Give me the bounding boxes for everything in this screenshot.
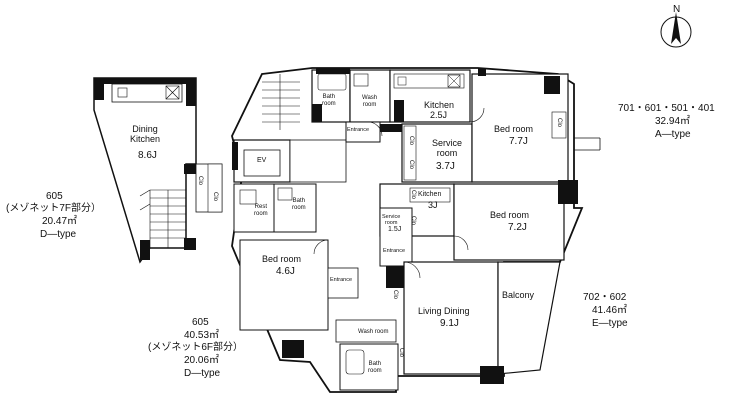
wash-room-label: Wash room xyxy=(362,95,378,108)
wash-room-label: Wash room xyxy=(358,329,389,335)
a-type-area: 32.94㎡ xyxy=(655,116,691,127)
bed-room-label: Bed room xyxy=(494,124,534,134)
service-room-size: 3.7J xyxy=(436,161,455,172)
closet-label: Clo xyxy=(408,136,414,146)
kitchen-size: 3J xyxy=(428,200,438,210)
e-type-units: 702・602 xyxy=(583,292,627,303)
bed-room-label: Bed room xyxy=(262,254,302,264)
dining-kitchen-label: Dining Kitchen xyxy=(130,124,161,145)
bath-room-label: Bath room xyxy=(292,198,306,211)
closet-label: Clo xyxy=(197,176,203,186)
d-type-6f-area: 20.06㎡ xyxy=(184,355,220,366)
d-type-7f-unit xyxy=(93,77,223,264)
dining-kitchen-size: 8.6J xyxy=(138,150,157,161)
d-type-6f-unit-number: 605 xyxy=(192,317,209,328)
bed-room-size: 4.6J xyxy=(276,266,295,277)
e-type-type: E—type xyxy=(592,318,628,329)
living-dining-label: Living Dining xyxy=(418,306,470,316)
bed-room-size: 7.7J xyxy=(509,136,528,147)
bath-room-label: Bath room xyxy=(322,94,336,107)
closet-label: Clo xyxy=(392,290,398,300)
entrance-label: Entrance xyxy=(383,248,406,254)
d-type-7f-unit-number: 605 xyxy=(46,191,63,202)
entrance-label: Entrance xyxy=(347,127,370,133)
kitchen-label: Kitchen xyxy=(418,191,442,198)
closet-label: Clo xyxy=(398,348,404,358)
service-room-size: 1.5J xyxy=(388,226,402,233)
kitchen-label: Kitchen xyxy=(424,100,455,110)
bath-room-label: Bath room xyxy=(368,361,382,374)
balcony-label: Balcony xyxy=(502,290,535,300)
living-dining-size: 9.1J xyxy=(440,318,459,329)
rest-room-label: Rest room xyxy=(254,204,268,217)
service-room-label: Service room xyxy=(432,138,463,159)
closet-label: Clo xyxy=(410,190,416,200)
leader-lines xyxy=(574,137,601,151)
d-type-6f-note: (メゾネット6F部分） xyxy=(148,342,244,353)
d-type-7f-note: (メゾネット7F部分） xyxy=(6,203,102,214)
a-type-units: 701・601・501・401 xyxy=(618,103,715,114)
e-type-area: 41.46㎡ xyxy=(592,305,628,316)
closet-label: Clo xyxy=(408,160,414,170)
bed-room-size: 7.2J xyxy=(508,222,527,233)
closet-label: Clo xyxy=(212,192,218,202)
kitchen-size: 2.5J xyxy=(430,110,448,120)
closet-label: Clo xyxy=(556,118,562,128)
north-compass-icon xyxy=(660,12,692,48)
d-type-6f-total-area: 40.53㎡ xyxy=(184,330,220,341)
entrance-label: Entrance xyxy=(330,277,353,283)
closet-label: Clo xyxy=(410,216,416,226)
ev-label: EV xyxy=(257,157,267,164)
service-room-label: Service room xyxy=(382,214,401,227)
bed-room-label: Bed room xyxy=(490,210,530,220)
d-type-6f-type: D—type xyxy=(184,368,221,379)
a-type-type: A—type xyxy=(655,129,691,140)
d-type-7f-type: D—type xyxy=(40,229,77,240)
main-building xyxy=(231,67,584,393)
compass-north-label: N xyxy=(673,4,681,15)
d-type-7f-area: 20.47㎡ xyxy=(42,216,78,227)
